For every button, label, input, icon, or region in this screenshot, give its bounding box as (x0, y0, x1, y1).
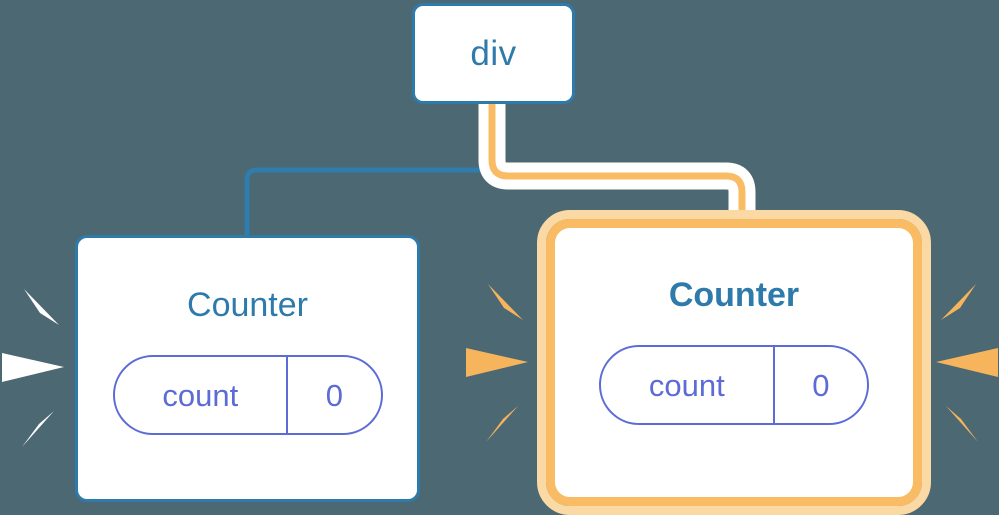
state-pill-right: count 0 (599, 345, 869, 425)
edge-root-to-right-counter (488, 104, 746, 224)
state-key-right: count (648, 367, 725, 403)
sparkle-left-outer-icon (2, 289, 64, 447)
node-div-label: div (470, 34, 517, 73)
state-value-right: 0 (772, 347, 867, 423)
edge-root-to-left-counter (244, 104, 495, 237)
sparkle-middle-icon (466, 284, 528, 442)
state-value-left: 0 (286, 357, 380, 433)
node-div[interactable]: div (412, 3, 575, 104)
state-pill-left: count 0 (112, 355, 383, 435)
node-counter-right[interactable]: Counter count 0 (537, 210, 931, 515)
state-key-left: count (162, 377, 239, 413)
node-counter-left-label: Counter (187, 286, 308, 324)
sparkle-right-outer-icon (936, 284, 998, 442)
node-counter-right-label: Counter (668, 276, 800, 314)
edge-root-to-right-counter-halo (478, 104, 756, 224)
node-counter-left[interactable]: Counter count 0 (75, 235, 420, 502)
